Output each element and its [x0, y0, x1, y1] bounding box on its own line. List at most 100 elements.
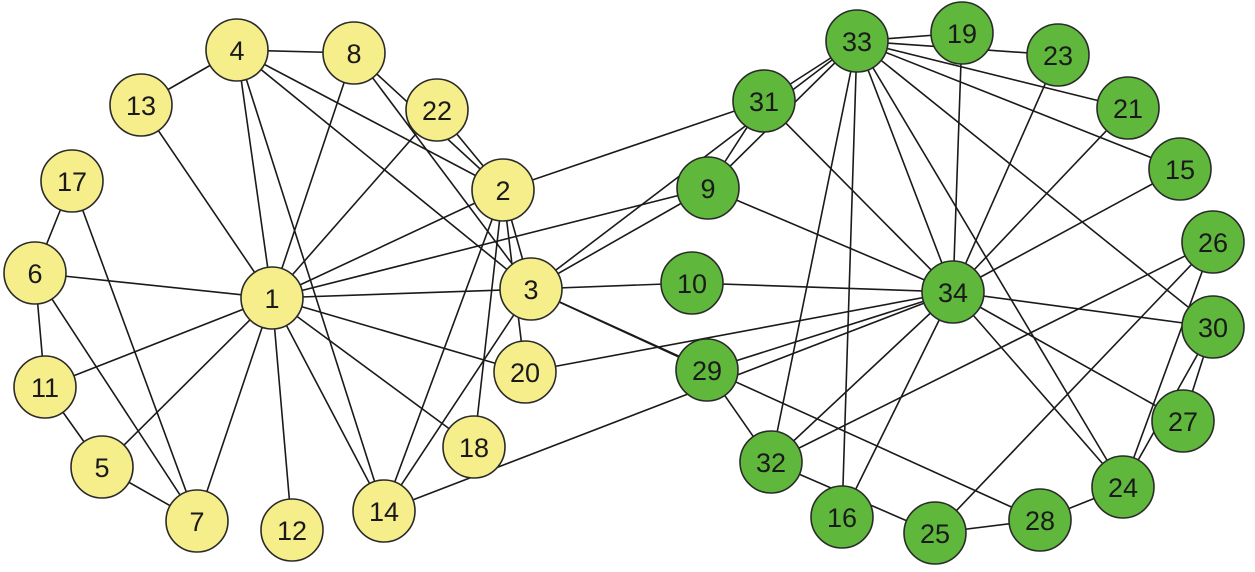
- node-label: 11: [31, 373, 59, 403]
- edge-2-31: [502, 100, 765, 191]
- edge-1-9: [271, 187, 709, 299]
- node-20: 20: [493, 340, 557, 404]
- node-label: 24: [1108, 473, 1138, 503]
- node-circle: [499, 257, 563, 321]
- node-14: 14: [352, 479, 416, 543]
- node-circle: [1096, 76, 1160, 140]
- node-19: 19: [930, 1, 994, 65]
- node-label: 21: [1113, 94, 1143, 124]
- node-circle: [442, 415, 506, 479]
- edge-31-34: [763, 100, 954, 293]
- node-label: 26: [1198, 228, 1228, 258]
- edge-7-17: [71, 180, 198, 522]
- node-circle: [1181, 210, 1245, 274]
- node-26: 26: [1181, 210, 1245, 274]
- edge-1-22: [271, 109, 438, 299]
- node-15: 15: [1148, 137, 1212, 201]
- node-label: 1: [264, 284, 279, 314]
- node-circle: [405, 78, 469, 142]
- node-circle: [3, 241, 67, 305]
- node-label: 22: [422, 96, 452, 126]
- edge-15-33: [856, 40, 1181, 170]
- edge-10-34: [691, 282, 954, 293]
- node-18: 18: [442, 415, 506, 479]
- node-circle: [930, 1, 994, 65]
- node-1: 1: [240, 266, 304, 330]
- node-2: 2: [471, 158, 535, 222]
- edge-3-29: [530, 288, 708, 371]
- edge-30-33: [856, 40, 1214, 328]
- edge-layer: [34, 32, 1214, 534]
- edge-1-6: [34, 272, 273, 299]
- node-33: 33: [825, 9, 889, 73]
- node-circle: [40, 149, 104, 213]
- edge-27-34: [952, 291, 1184, 422]
- edge-1-4: [236, 49, 273, 299]
- node-circle: [13, 355, 77, 419]
- node-30: 30: [1181, 295, 1245, 359]
- node-29: 29: [675, 338, 739, 402]
- node-circle: [205, 18, 269, 82]
- node-label: 29: [692, 356, 722, 386]
- edge-4-14: [236, 49, 385, 512]
- node-label: 18: [459, 433, 489, 463]
- node-label: 23: [1043, 41, 1073, 71]
- node-34: 34: [921, 260, 985, 324]
- node-28: 28: [1008, 488, 1072, 552]
- node-label: 6: [27, 259, 42, 289]
- edge-1-14: [271, 297, 385, 512]
- node-circle: [1181, 295, 1245, 359]
- node-24: 24: [1091, 455, 1155, 519]
- node-circle: [240, 266, 304, 330]
- node-label: 4: [229, 36, 244, 66]
- node-circle: [1008, 488, 1072, 552]
- node-circle: [676, 156, 740, 220]
- node-circle: [732, 69, 796, 133]
- edge-15-34: [952, 168, 1181, 293]
- edge-32-34: [770, 291, 954, 463]
- edge-1-18: [271, 297, 475, 448]
- node-7: 7: [165, 489, 229, 553]
- node-31: 31: [732, 69, 796, 133]
- edge-20-34: [524, 291, 954, 373]
- edge-1-7: [196, 297, 273, 522]
- node-label: 27: [1168, 407, 1198, 437]
- edge-1-8: [271, 52, 355, 299]
- edge-16-33: [841, 40, 858, 518]
- node-27: 27: [1151, 389, 1215, 453]
- node-label: 32: [756, 448, 786, 478]
- node-label: 25: [920, 519, 950, 549]
- node-11: 11: [13, 355, 77, 419]
- node-circle: [825, 9, 889, 73]
- node-circle: [109, 73, 173, 137]
- edge-21-34: [952, 107, 1129, 293]
- node-32: 32: [739, 430, 803, 494]
- edge-1-5: [101, 297, 273, 468]
- node-label: 30: [1198, 313, 1228, 343]
- node-label: 8: [346, 39, 361, 69]
- edge-24-33: [856, 40, 1124, 488]
- edge-1-12: [271, 297, 293, 531]
- node-12: 12: [260, 498, 324, 562]
- edge-33-34: [856, 40, 954, 293]
- node-22: 22: [405, 78, 469, 142]
- node-9: 9: [676, 156, 740, 220]
- node-8: 8: [322, 21, 386, 85]
- node-label: 20: [510, 358, 540, 388]
- node-circle: [322, 21, 386, 85]
- node-label: 10: [677, 269, 707, 299]
- node-circle: [675, 338, 739, 402]
- edge-26-32: [770, 241, 1214, 463]
- node-label: 15: [1165, 155, 1195, 185]
- node-6: 6: [3, 241, 67, 305]
- edge-6-7: [34, 272, 198, 522]
- node-3: 3: [499, 257, 563, 321]
- node-label: 34: [938, 278, 968, 308]
- node-label: 7: [189, 507, 204, 537]
- edge-1-11: [44, 297, 273, 388]
- node-17: 17: [40, 149, 104, 213]
- node-circle: [810, 485, 874, 549]
- node-label: 33: [842, 27, 872, 57]
- node-label: 5: [94, 453, 109, 483]
